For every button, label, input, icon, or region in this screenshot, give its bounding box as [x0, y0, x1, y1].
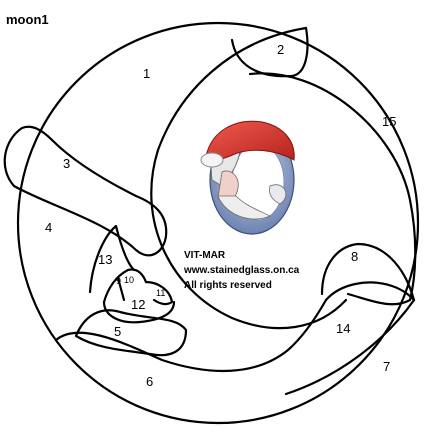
credit-line-1: VIT-MAR	[184, 250, 226, 261]
inner-crescent-line	[150, 26, 348, 330]
piece-5-outline	[74, 309, 188, 357]
piece-12-outline	[102, 300, 176, 324]
piece-label-13: 13	[98, 252, 112, 267]
piece-label-8: 8	[351, 249, 358, 264]
piece-label-9: 9	[116, 276, 121, 286]
piece-label-11: 11	[156, 288, 165, 298]
inner-circle-right	[248, 72, 417, 302]
piece-3-outline	[3, 125, 168, 257]
piece-13-outline	[88, 224, 136, 294]
piece-7-line	[346, 292, 412, 306]
credit-line-3: All rights reserved	[184, 280, 272, 291]
piece-label-2: 2	[277, 42, 284, 57]
credit-line-2: www.stainedglass.on.ca	[183, 265, 300, 276]
pattern-title: moon1	[6, 12, 49, 27]
piece-14-7-divider	[284, 281, 416, 396]
piece-label-4: 4	[45, 220, 52, 235]
piece-label-14: 14	[336, 321, 350, 336]
piece-9-10-outline	[102, 268, 148, 304]
piece-11-outline	[144, 280, 174, 306]
piece-label-15: 15	[382, 114, 396, 129]
piece-label-3: 3	[63, 156, 70, 171]
moon-sample-illustration	[200, 120, 295, 235]
piece-label-10: 10	[124, 275, 134, 285]
piece-label-5: 5	[114, 324, 121, 339]
piece-9-divider	[116, 276, 126, 302]
piece-label-12: 12	[131, 297, 145, 312]
outer-ring	[16, 21, 420, 425]
piece-label-6: 6	[146, 374, 153, 389]
piece-2-outline	[230, 26, 309, 78]
piece-label-7: 7	[383, 359, 390, 374]
piece-8-outline	[320, 242, 416, 302]
piece-label-1: 1	[143, 66, 150, 81]
piece-6-outline	[54, 298, 328, 373]
